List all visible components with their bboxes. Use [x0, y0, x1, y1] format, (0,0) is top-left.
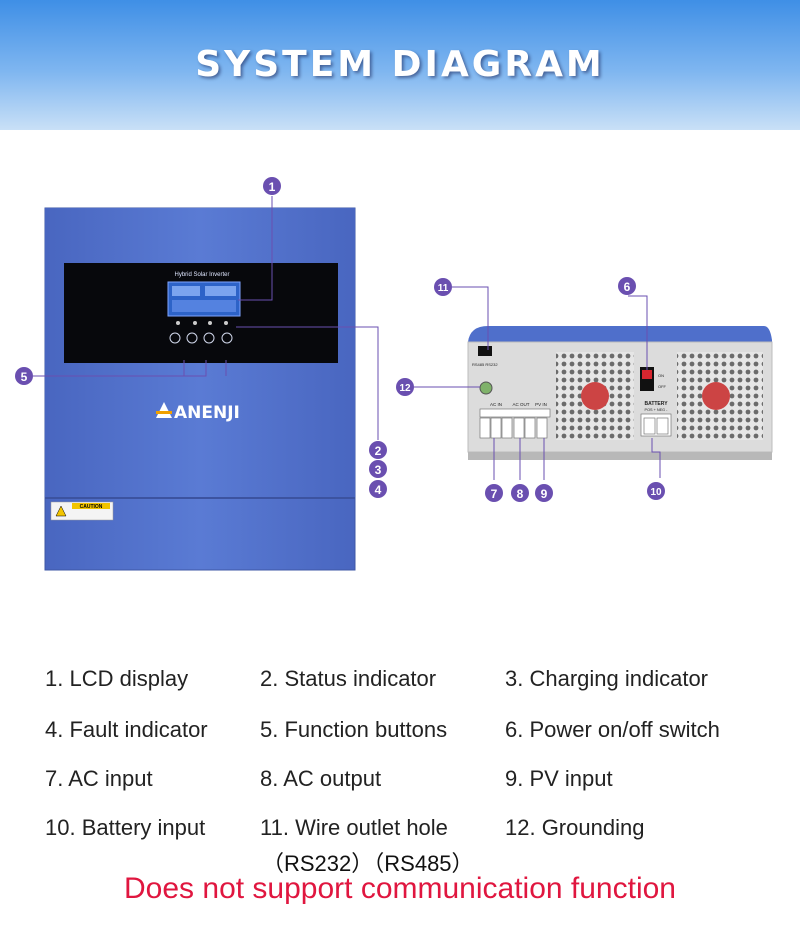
- callout-1: 1: [263, 177, 281, 195]
- callout-10: 10: [647, 482, 665, 500]
- status-leds: [176, 321, 228, 325]
- page-title: SYSTEM DIAGRAM: [195, 44, 605, 85]
- terminal-block: [479, 408, 551, 439]
- battery-terminals: [640, 413, 672, 437]
- legend-item-ac-input: 7. AC input: [45, 766, 153, 791]
- warning-note: Does not support communication function: [124, 872, 676, 905]
- svg-text:POS + NEG -: POS + NEG -: [645, 408, 669, 412]
- svg-text:AC OUT: AC OUT: [512, 402, 529, 407]
- legend-item-fault-indicator: 4. Fault indicator: [45, 717, 208, 742]
- legend-item-charging-indicator: 3. Charging indicator: [505, 666, 709, 691]
- callout-8: 8: [511, 484, 529, 502]
- callout-12: 12: [396, 378, 414, 396]
- callout-9: 9: [535, 484, 553, 502]
- legend-item-ac-output: 8. AC output: [260, 766, 382, 791]
- brand-name: ANENJI: [174, 403, 240, 423]
- svg-text:PV IN: PV IN: [535, 402, 547, 407]
- legend-sub-ports: （RS232）（RS485）: [262, 851, 474, 876]
- callout-7: 7: [485, 484, 503, 502]
- function-buttons[interactable]: [169, 332, 233, 344]
- svg-text:8: 8: [517, 487, 524, 501]
- svg-text:12: 12: [399, 383, 411, 394]
- callout-5: 5: [15, 367, 33, 385]
- svg-text:OFF: OFF: [658, 384, 667, 389]
- comm-port: [478, 346, 492, 356]
- legend-item-lcd-display: 1. LCD display: [45, 666, 189, 691]
- legend-item-status-indicator: 2. Status indicator: [260, 666, 437, 691]
- svg-text:2: 2: [375, 444, 382, 458]
- svg-text:3: 3: [375, 463, 382, 477]
- brand-logo: ANENJI: [156, 402, 240, 423]
- legend-item-power-switch: 6. Power on/off switch: [505, 717, 720, 742]
- svg-text:BATTERY: BATTERY: [644, 401, 668, 407]
- svg-text:4: 4: [375, 483, 382, 497]
- ground-terminal: [479, 381, 493, 395]
- legend-item-grounding: 12. Grounding: [505, 815, 645, 840]
- callout-4: 4: [369, 480, 387, 498]
- svg-text:7: 7: [491, 487, 498, 501]
- svg-text:ON: ON: [658, 373, 664, 378]
- svg-text:AC IN: AC IN: [490, 402, 502, 407]
- legend-item-battery-input: 10. Battery input: [45, 815, 206, 840]
- leader-lines: [33, 196, 661, 480]
- callout-3: 3: [369, 460, 387, 478]
- svg-text:10: 10: [650, 487, 662, 498]
- callout-2: 2: [369, 441, 387, 459]
- svg-text:RS485 RS232: RS485 RS232: [472, 362, 498, 367]
- lcd-title: Hybrid Solar Inverter: [174, 272, 229, 278]
- svg-text:9: 9: [541, 487, 548, 501]
- callout-11: 11: [434, 278, 452, 296]
- system-diagram: Hybrid Solar Inverter ANENJI CAUTION: [15, 177, 773, 571]
- svg-text:CAUTION: CAUTION: [80, 504, 103, 510]
- rear-inverter: ON OFF RS485 RS232 AC IN AC OUT PV IN BA…: [467, 326, 773, 460]
- svg-text:11: 11: [438, 283, 449, 294]
- svg-text:5: 5: [21, 370, 28, 384]
- legend-item-pv-input: 9. PV input: [505, 766, 613, 791]
- svg-text:1: 1: [269, 180, 276, 194]
- legend-item-function-buttons: 5. Function buttons: [260, 717, 448, 742]
- callout-6: 6: [618, 277, 636, 295]
- caution-label: CAUTION: [50, 501, 114, 521]
- legend-item-wire-outlet-hole: 11. Wire outlet hole: [260, 815, 448, 840]
- header-banner: SYSTEM DIAGRAM: [0, 0, 800, 130]
- svg-text:6: 6: [624, 280, 631, 294]
- front-inverter: Hybrid Solar Inverter ANENJI CAUTION: [44, 207, 356, 571]
